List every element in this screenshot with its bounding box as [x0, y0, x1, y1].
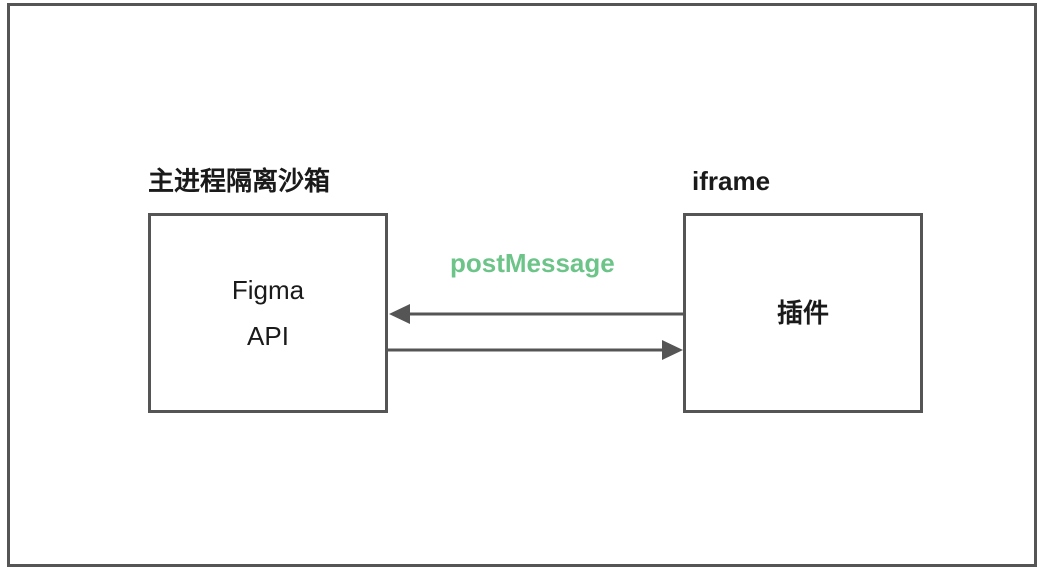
arrow-to-plugin-head — [662, 340, 683, 360]
figma-api-box: Figma API — [148, 213, 388, 413]
plugin-label: 插件 — [776, 298, 829, 328]
main-process-sandbox-label: 主进程隔离沙箱 — [148, 166, 331, 196]
arrow-to-figma-api-head — [389, 304, 410, 324]
postmessage-label: postMessage — [450, 248, 615, 278]
iframe-label: iframe — [692, 166, 771, 196]
plugin-box: 插件 — [683, 213, 923, 413]
figma-api-line-1: Figma — [231, 275, 305, 305]
figma-api-line-2: API — [247, 321, 289, 351]
diagram-frame — [7, 3, 1037, 567]
